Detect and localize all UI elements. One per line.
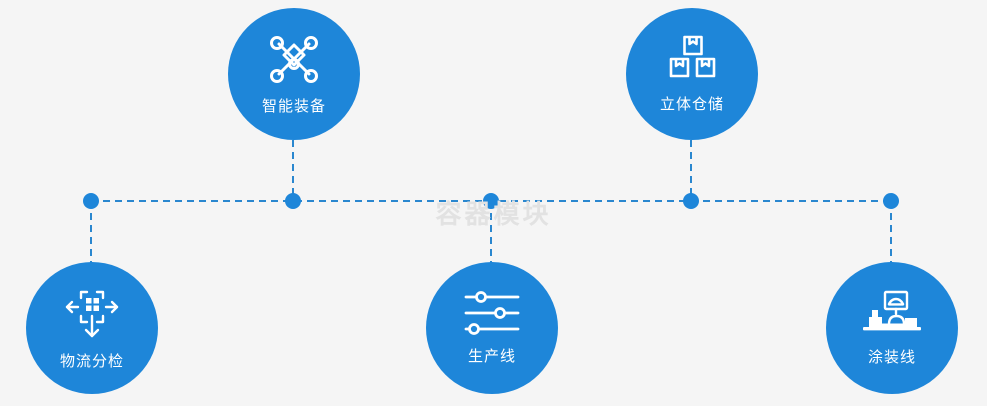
node-logistics-sorting[interactable]: 物流分检 (26, 262, 158, 394)
network-nodes-icon (267, 33, 321, 87)
watermark-text: 容器模块 (435, 200, 552, 230)
sliders-icon (463, 290, 521, 335)
node-painting-line[interactable]: 涂装线 (826, 262, 958, 394)
junction-dot-center (483, 193, 499, 209)
node-stereo-warehouse[interactable]: 立体仓储 (626, 8, 758, 140)
node-production-line[interactable]: 生产线 (426, 262, 558, 394)
sorting-arrows-icon (64, 286, 120, 340)
junction-dot-logistics-sorting (83, 193, 99, 209)
paint-booth-icon (861, 290, 923, 336)
node-label-painting-line: 涂装线 (867, 347, 916, 366)
junction-dot-stereo-warehouse (683, 193, 699, 209)
node-smart-equipment[interactable]: 智能装备 (228, 8, 360, 140)
node-label-logistics-sorting: 物流分检 (59, 351, 124, 370)
stacked-boxes-icon (666, 35, 718, 85)
node-label-production-line: 生产线 (467, 346, 516, 365)
junction-dot-painting-line (883, 193, 899, 209)
junction-dot-smart-equipment (285, 193, 301, 209)
node-label-stereo-warehouse: 立体仓储 (659, 94, 724, 113)
node-label-smart-equipment: 智能装备 (261, 96, 326, 115)
